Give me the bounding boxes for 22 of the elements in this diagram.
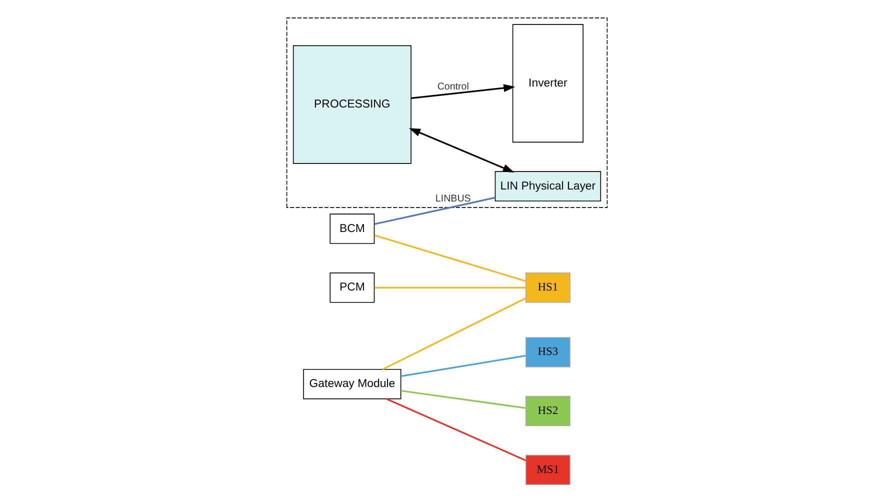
node-box: PROCESSING (292, 45, 411, 164)
connector (386, 398, 526, 462)
connector (400, 390, 526, 409)
edge-label: LINBUS (434, 193, 470, 204)
node-box: BCM (329, 214, 374, 244)
connector (374, 196, 495, 225)
connector (374, 234, 526, 282)
connector (400, 354, 526, 378)
arrow (410, 84, 515, 99)
cluster (286, 18, 608, 208)
node-box: LIN Physical Layer (494, 171, 601, 202)
node-box: Gateway Module (302, 368, 401, 400)
node-box: PCM (329, 272, 374, 303)
node-box: Inverter (512, 24, 583, 143)
edge-label: Control (436, 82, 468, 93)
connector (382, 298, 526, 370)
node-box: HS3 (524, 337, 570, 368)
node-box: HS2 (524, 396, 570, 426)
arrow (408, 128, 514, 172)
node-box: MS1 (524, 454, 570, 486)
connector (374, 286, 526, 288)
node-box: HS1 (524, 272, 570, 303)
